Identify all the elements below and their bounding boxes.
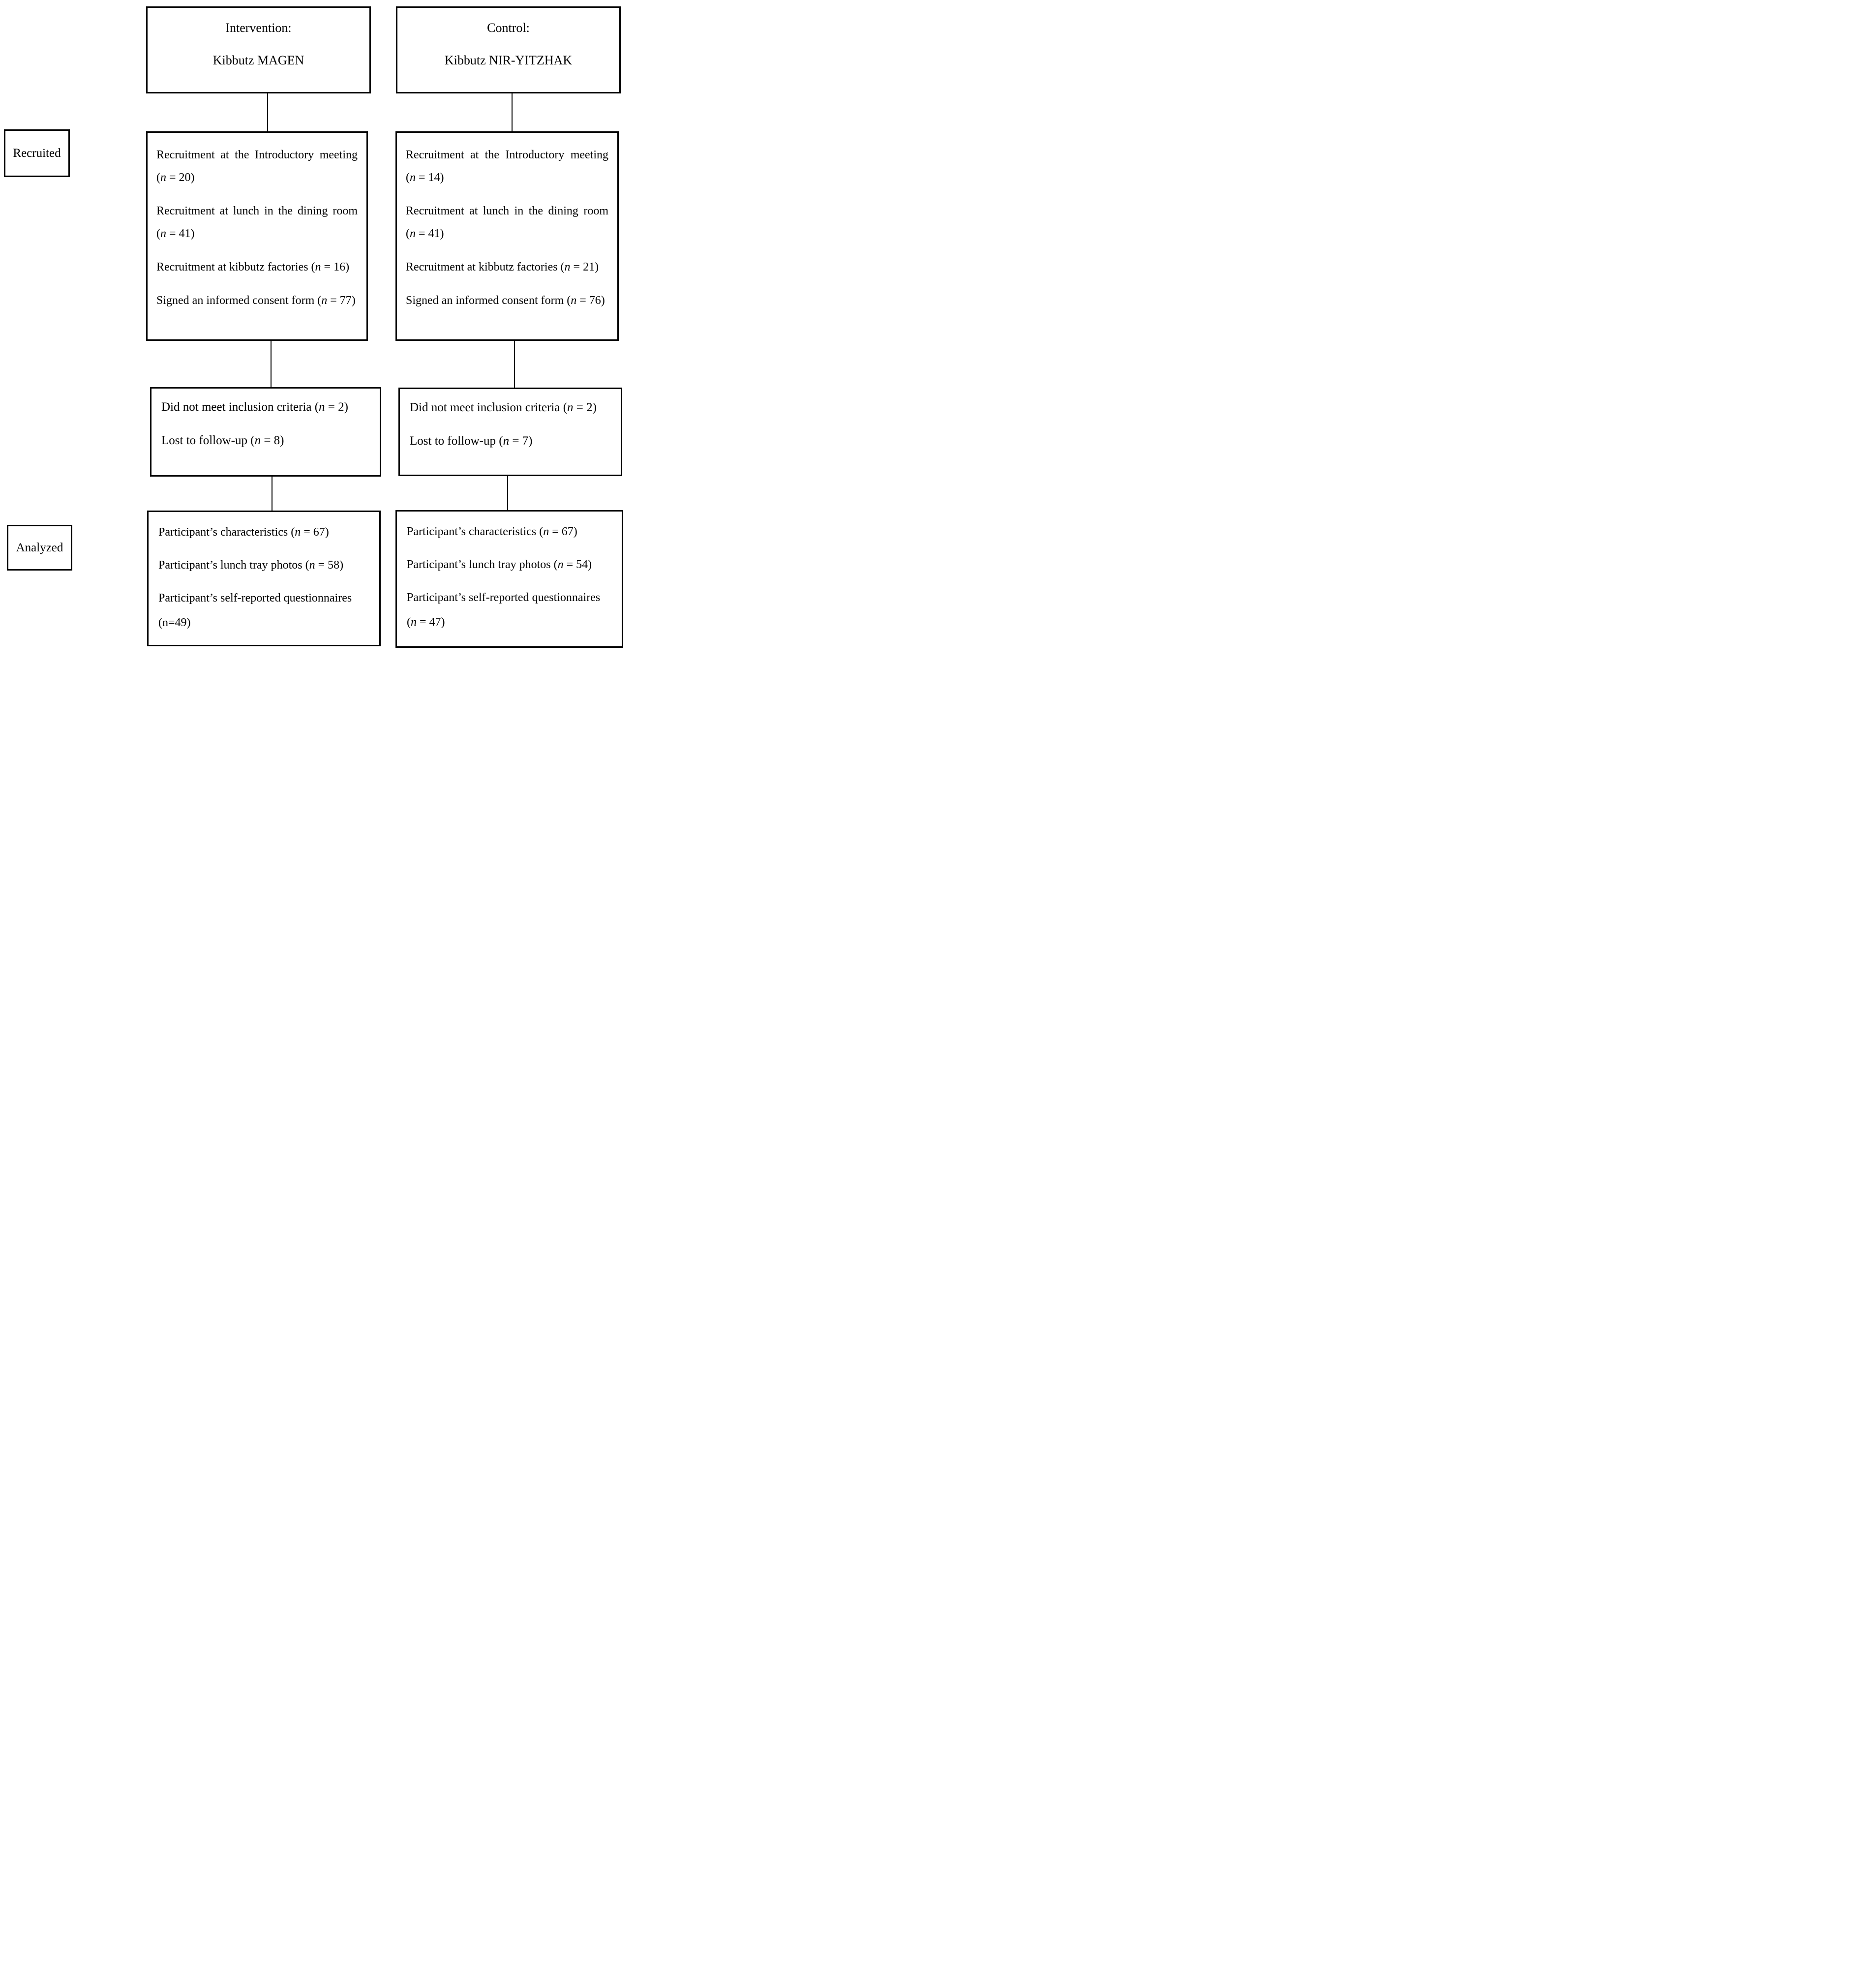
flow-line: Signed an informed consent form (n = 77) (156, 294, 356, 307)
intervention-recruitment-box: Recruitment at the Introductory meeting (… (146, 131, 368, 341)
flow-paragraph: Recruitment at kibbutz factories (n = 16… (156, 256, 358, 278)
control-recruitment-box: Recruitment at the Introductory meeting (… (395, 131, 619, 341)
flow-paragraph: Signed an informed consent form (n = 76) (406, 289, 608, 312)
flow-paragraph: Recruitment at lunch in the dining room (… (406, 200, 608, 245)
flow-line: Participant’s self-reported questionnair… (158, 592, 352, 604)
flow-line: Recruitment at the Introductory meeting (156, 149, 358, 161)
control-analyzed-box: Participant’s characteristics (n = 67) Pa… (395, 510, 623, 648)
intervention-analyzed-box: Participant’s characteristics (n = 67) Pa… (147, 511, 381, 646)
flow-paragraph: Participant’s lunch tray photos (n = 54) (407, 552, 612, 577)
analyzed-stage-label-box: Analyzed (7, 525, 72, 571)
flow-paragraph: Did not meet inclusion criteria (n = 2) (161, 395, 370, 419)
control-header-title: Control: (487, 21, 530, 35)
flow-line: Lost to follow-up (n = 8) (161, 434, 284, 447)
flow-line: Recruitment at the Introductory meeting (406, 149, 608, 161)
flow-line: (n = 14) (406, 171, 444, 184)
flow-line: Recruitment at kibbutz factories (n = 16… (156, 261, 350, 273)
control-exclusion-box: Did not meet inclusion criteria (n = 2) L… (398, 388, 622, 476)
flow-line: Recruitment at lunch in the dining room (406, 205, 608, 217)
connector-intervention-header-to-recruitment (267, 93, 268, 131)
control-header-site: Kibbutz NIR-YITZHAK (444, 53, 573, 67)
flow-line: (n = 41) (406, 227, 444, 240)
flow-line: Did not meet inclusion criteria (n = 2) (161, 400, 348, 414)
intervention-header-box: Intervention: Kibbutz MAGEN (146, 6, 371, 93)
flow-line: Lost to follow-up (n = 7) (410, 434, 533, 448)
intervention-header-site: Kibbutz MAGEN (212, 53, 304, 67)
flow-paragraph: Recruitment at the Introductory meeting (… (406, 144, 608, 189)
flow-line: Recruitment at lunch in the dining room (156, 205, 358, 217)
analyzed-stage-label: Analyzed (16, 541, 63, 554)
connector-control-header-to-recruitment (512, 93, 513, 131)
flow-line: Recruitment at kibbutz factories (n = 21… (406, 261, 599, 273)
recruited-stage-label: Recruited (13, 146, 61, 160)
flow-line: Signed an informed consent form (n = 76) (406, 294, 605, 307)
flow-line: (n = 47) (407, 616, 445, 629)
study-flow-diagram: Intervention: Kibbutz MAGEN Control: Kib… (0, 0, 625, 654)
connector-intervention-recruitment-to-exclusion (271, 341, 272, 387)
flow-line: Participant’s lunch tray photos (n = 54) (407, 558, 592, 571)
flow-paragraph: Participant’s characteristics (n = 67) (158, 520, 369, 544)
intervention-exclusion-box: Did not meet inclusion criteria (n = 2) L… (150, 387, 381, 477)
flow-paragraph: Participant’s self-reported questionnair… (158, 586, 369, 635)
flow-paragraph: Lost to follow-up (n = 7) (410, 429, 611, 453)
flow-line: Participant’s lunch tray photos (n = 58) (158, 559, 344, 572)
recruited-stage-label-box: Recruited (4, 129, 70, 177)
flow-paragraph: Participant’s lunch tray photos (n = 58) (158, 553, 369, 577)
control-header-box: Control: Kibbutz NIR-YITZHAK (396, 6, 621, 93)
flow-line: (n = 41) (156, 227, 195, 240)
flow-paragraph: Participant’s characteristics (n = 67) (407, 519, 612, 544)
flow-paragraph: Participant’s self-reported questionnair… (407, 585, 612, 634)
flow-paragraph: Recruitment at lunch in the dining room (… (156, 200, 358, 245)
connector-control-exclusion-to-analyzed (507, 476, 508, 510)
flow-line: Participant’s self-reported questionnair… (407, 591, 601, 604)
flow-paragraph: Recruitment at kibbutz factories (n = 21… (406, 256, 608, 278)
flow-line: Participant’s characteristics (n = 67) (407, 525, 577, 538)
flow-paragraph: Signed an informed consent form (n = 77) (156, 289, 358, 312)
flow-line: (n=49) (158, 616, 191, 629)
connector-control-recruitment-to-exclusion (514, 341, 515, 388)
flow-line: Participant’s characteristics (n = 67) (158, 526, 329, 539)
flow-paragraph: Lost to follow-up (n = 8) (161, 429, 370, 453)
flow-paragraph: Did not meet inclusion criteria (n = 2) (410, 396, 611, 420)
flow-line: (n = 20) (156, 171, 195, 184)
flow-paragraph: Recruitment at the Introductory meeting (… (156, 144, 358, 189)
intervention-header-title: Intervention: (225, 21, 292, 35)
flow-line: Did not meet inclusion criteria (n = 2) (410, 401, 597, 414)
